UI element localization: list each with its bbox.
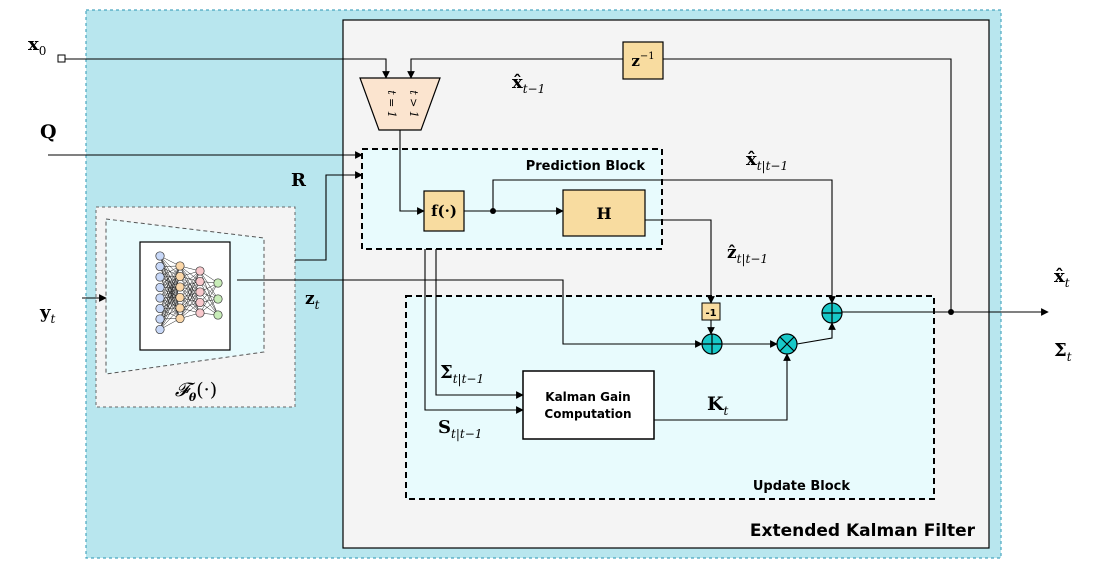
kalman-gain-line1: Kalman Gain: [545, 390, 630, 404]
nn-node: [155, 324, 165, 335]
f-block-label: f(·): [431, 202, 457, 220]
selector-top: t = 1: [385, 90, 398, 118]
nn-edge: [179, 291, 201, 319]
wire-zt: [237, 279, 703, 348]
wire-feedback: [663, 58, 952, 312]
delay-label: z−1: [631, 51, 654, 70]
nn-node: [195, 287, 205, 297]
nn-node: [155, 314, 165, 324]
nn-edge: [159, 265, 181, 288]
nn-node: [213, 310, 223, 320]
nn-node: [195, 308, 205, 318]
f-block[interactable]: [423, 190, 465, 232]
nn-edge: [159, 307, 181, 330]
label-xhat-t: x̂t: [1054, 266, 1070, 290]
nn-node: [195, 266, 205, 276]
nn-graph: [155, 251, 223, 335]
nn-node: [155, 303, 165, 314]
update-block: [405, 295, 935, 500]
innovation-sum: [701, 333, 723, 355]
nn-edge: [199, 291, 219, 316]
junction-f: [490, 208, 496, 214]
wire-prod-state: [796, 322, 836, 345]
nn-edge: [159, 286, 181, 330]
nn-node: [195, 297, 205, 308]
nn-node: [195, 276, 205, 287]
label-zt: zt: [305, 289, 320, 312]
nn-node: [175, 313, 185, 324]
nn-edge: [199, 270, 219, 300]
wire-xpred: [492, 179, 836, 304]
neg-one-label: -1: [705, 308, 716, 319]
label-x0: x0: [28, 34, 46, 58]
junction-out: [948, 309, 954, 315]
nn-node: [213, 294, 223, 304]
nn-edge: [199, 282, 219, 314]
prediction-block-label: Prediction Block: [526, 159, 646, 174]
nn-node: [155, 272, 165, 282]
ekf-title: Extended Kalman Filter: [750, 521, 976, 541]
nn-edge: [179, 270, 201, 298]
wire-selector-f: [399, 130, 425, 215]
x0-port: [57, 54, 66, 63]
nn-edge: [159, 265, 181, 309]
nn-node: [175, 282, 185, 292]
nn-edge: [159, 297, 181, 330]
state-update-sum: [821, 302, 843, 324]
wire-sigma-kg: [435, 249, 524, 399]
nn-edge: [179, 270, 201, 309]
label-q: Q: [40, 121, 57, 143]
label-r: R: [291, 170, 307, 191]
nn-node: [155, 251, 165, 261]
nn-label: 𝓕θ(·): [175, 379, 217, 404]
label-kt: Kt: [707, 393, 729, 418]
wire-x0: [65, 58, 390, 79]
nn-node: [155, 293, 165, 303]
nn-node: [175, 303, 185, 313]
nn-node: [155, 282, 165, 293]
nn-edge: [179, 281, 201, 319]
kalman-gain-block[interactable]: [522, 370, 655, 440]
label-zhat-pred: ẑt|t−1: [727, 243, 768, 266]
wire-kt-prod: [654, 353, 791, 421]
wire-s-kg: [424, 249, 524, 414]
nn-node: [213, 278, 223, 288]
kalman-gain-line2: Computation: [544, 407, 631, 421]
wire-r: [295, 171, 363, 261]
label-xhat-tm1: x̂t−1: [512, 72, 545, 96]
nn-node: [155, 261, 165, 272]
label-s-pred: St|t−1: [438, 417, 482, 441]
nn-edge: [159, 265, 181, 299]
label-xhat-pred: x̂t|t−1: [746, 149, 788, 173]
nn-node: [175, 271, 185, 282]
label-yt: yt: [39, 302, 55, 326]
h-block[interactable]: [562, 189, 646, 237]
delay-block[interactable]: [622, 41, 664, 80]
wire-delay-out: [407, 58, 623, 79]
label-sigma-t: Σt: [1054, 340, 1072, 364]
nn-node: [175, 292, 185, 303]
selector-bottom: t > 1: [407, 90, 420, 118]
nn-node: [175, 261, 185, 271]
wire-h-neg: [645, 219, 715, 304]
label-sigma-pred: Σt|t−1: [440, 362, 484, 386]
update-block-label: Update Block: [753, 479, 850, 494]
gain-product: [776, 333, 798, 355]
h-block-label: H: [596, 204, 611, 223]
